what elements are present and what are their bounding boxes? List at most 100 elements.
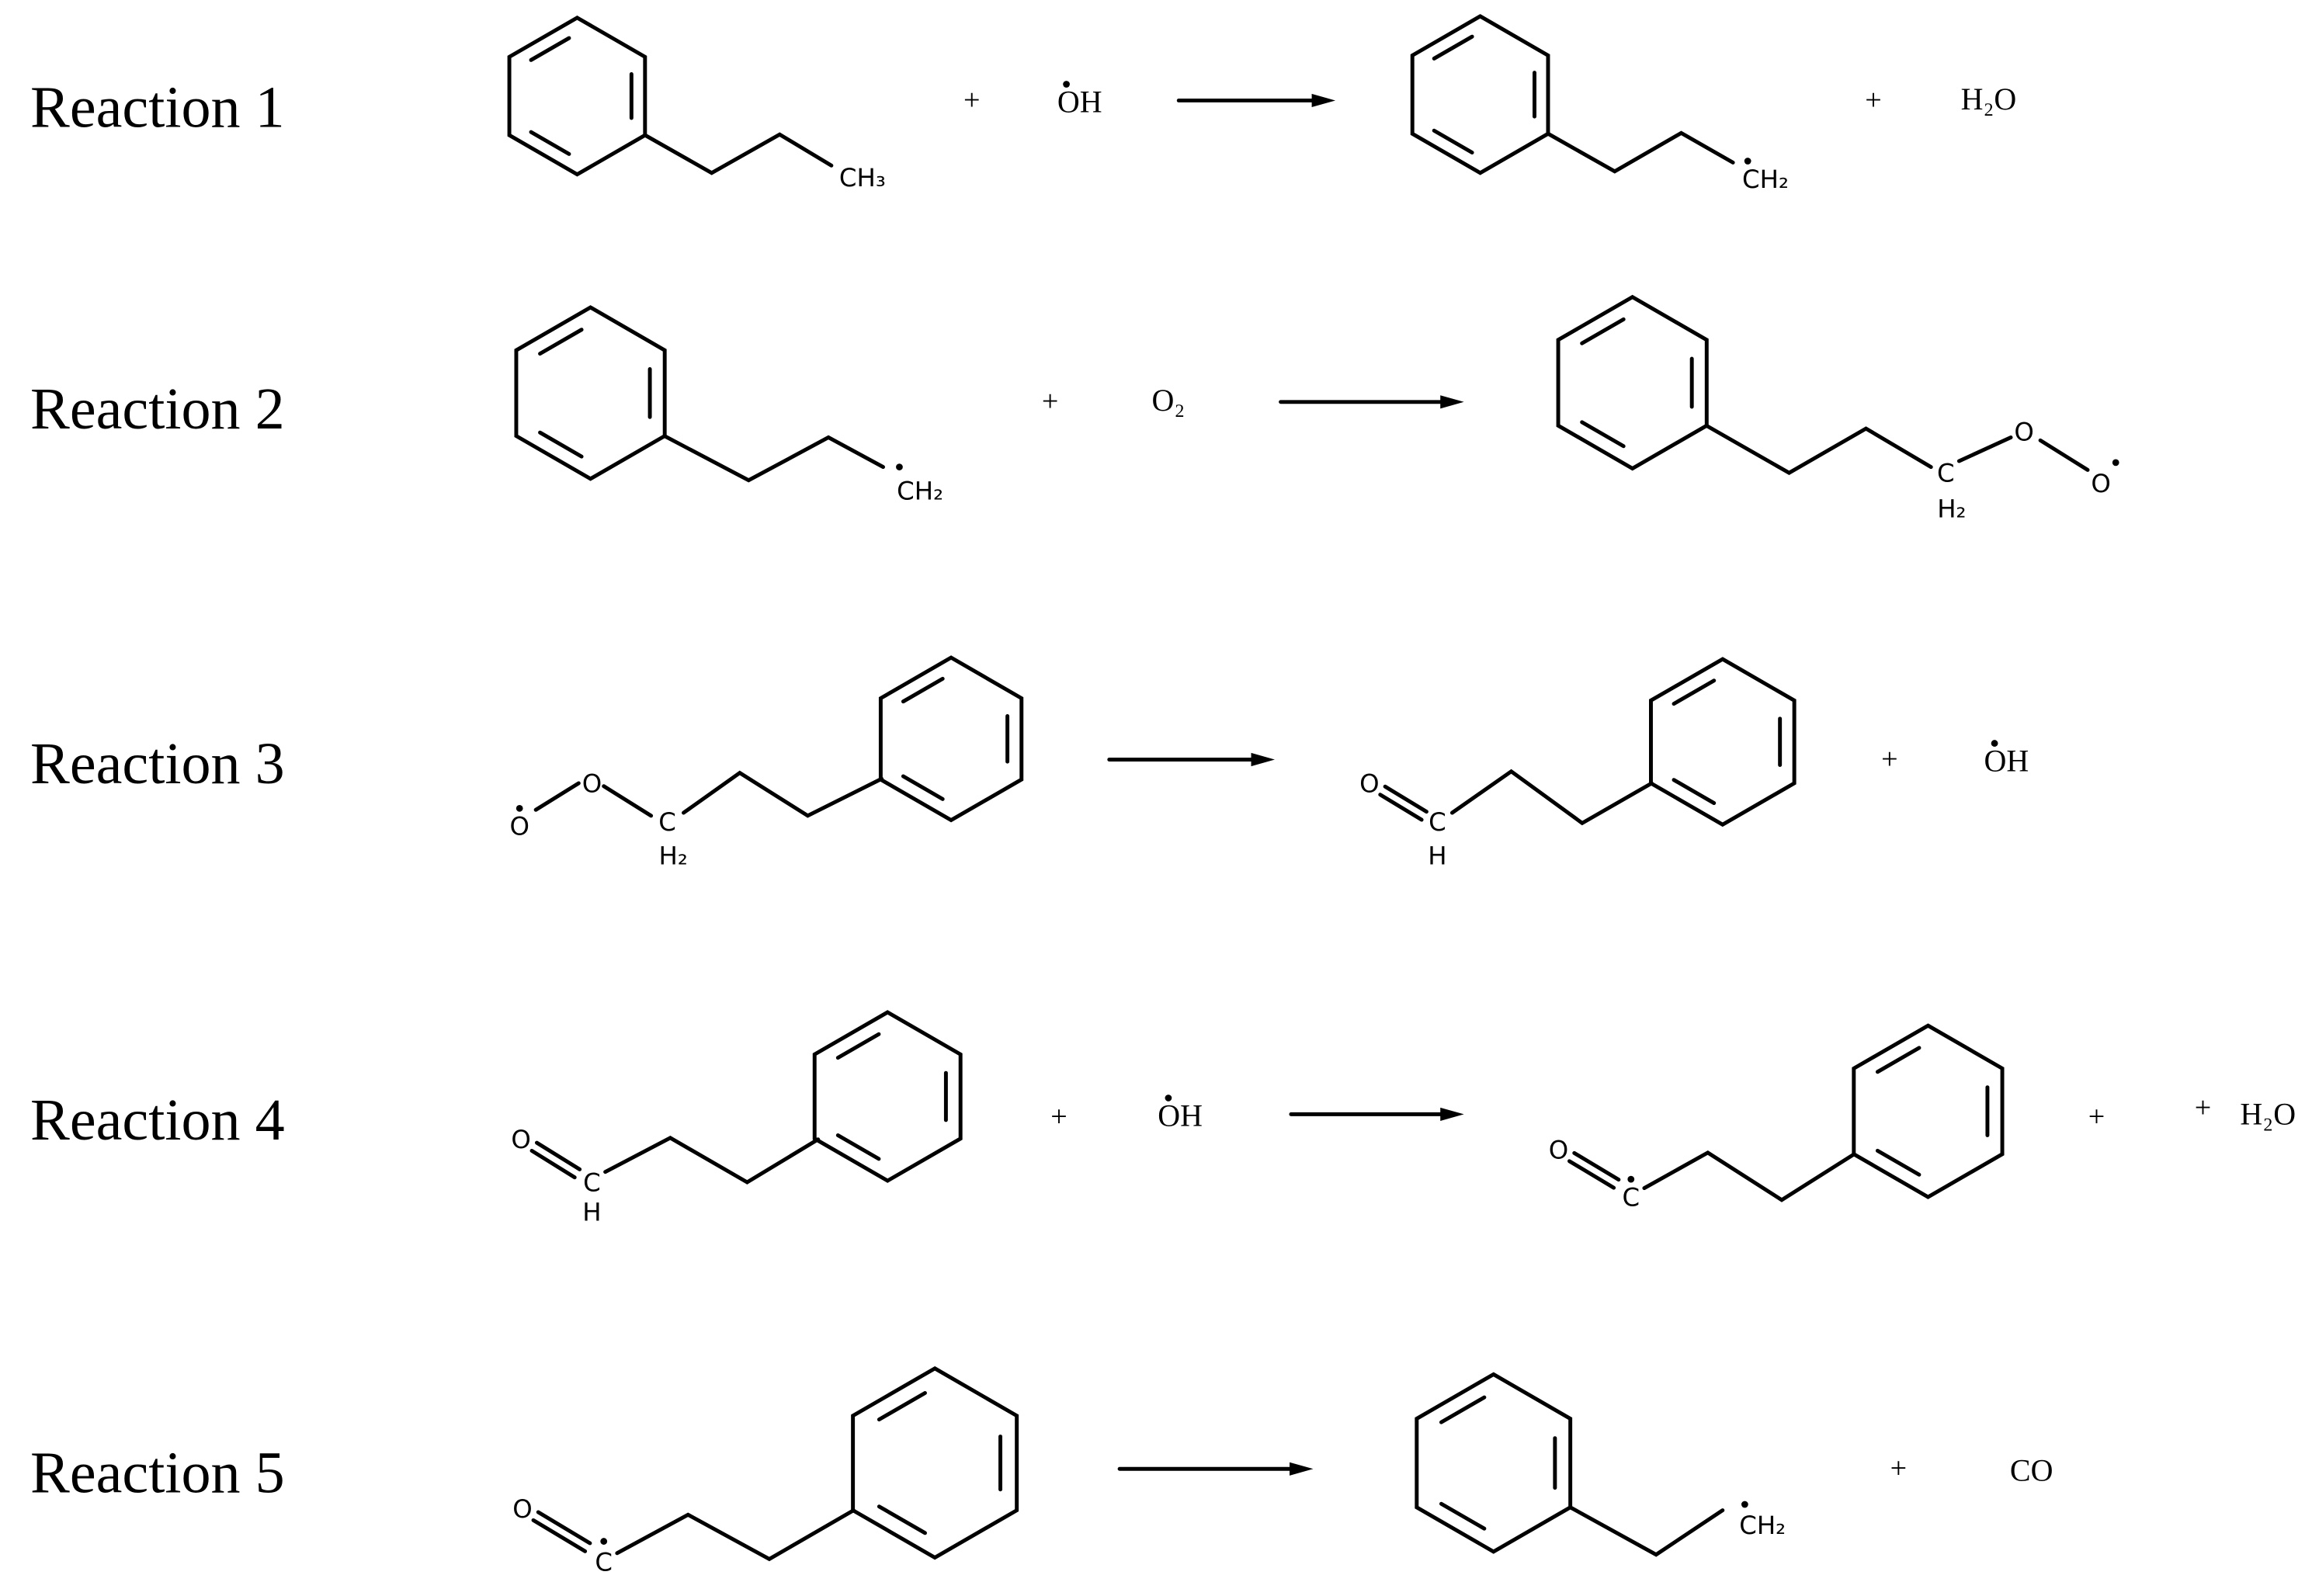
hydroxyl-radical: OH — [1158, 1098, 1203, 1133]
plus-sign: + — [1050, 1101, 1067, 1133]
carbon-label: C — [1429, 807, 1446, 837]
benzene-ring — [878, 655, 1024, 823]
benzene-ring — [1415, 1372, 1573, 1554]
carbon-monoxide: CO — [2010, 1453, 2053, 1488]
aromatic-double-bond — [901, 676, 945, 704]
chain-bond — [1704, 423, 1933, 476]
radical-dot — [1627, 1175, 1635, 1183]
ch2-radical-label: CH₂ — [1739, 1511, 1786, 1540]
carbonyl-double-bond — [1383, 784, 1429, 814]
carbon-label: C — [1937, 459, 1955, 488]
aromatic-double-bond — [1580, 420, 1626, 449]
oxygen-label: O — [512, 1494, 532, 1524]
bond — [533, 781, 581, 812]
benzene-ring — [851, 1365, 1019, 1560]
benzene-ring — [1649, 657, 1797, 827]
reaction-1-label: Reaction 1 — [30, 75, 285, 141]
carbon-radical-label: C — [1622, 1182, 1640, 1212]
radical-dot — [516, 804, 523, 812]
oxygen-label: O — [1549, 1136, 1568, 1165]
chain-bond — [1546, 130, 1735, 174]
oxygen-label: O — [582, 769, 602, 798]
carbonyl-double-bond — [1567, 1159, 1616, 1190]
aromatic-double-bond — [1580, 317, 1626, 345]
plus-sign: + — [2088, 1101, 2105, 1133]
plus-sign: + — [2195, 1091, 2211, 1124]
carbonyl-double-bond — [1378, 793, 1424, 822]
chain-bond — [643, 132, 834, 175]
water: H₂O — [2240, 1097, 2296, 1132]
water: H₂O — [1961, 82, 2017, 116]
oxygen-label: O — [511, 1125, 530, 1154]
chain-bond — [1568, 1505, 1725, 1557]
aromatic-double-bond — [529, 130, 571, 156]
h2-label: H₂ — [659, 841, 688, 871]
hydroxyl-radical: OH — [1057, 85, 1102, 120]
carbonyl-double-bond — [536, 1510, 592, 1546]
arrow-head — [1311, 93, 1336, 108]
benzene-ring — [812, 1010, 963, 1183]
aromatic-double-bond — [1439, 1501, 1487, 1531]
chain-bond — [662, 434, 885, 483]
chain-bond — [615, 1508, 856, 1562]
plus-sign: + — [1042, 385, 1058, 418]
carbonyl-double-bond — [529, 1148, 577, 1180]
arrow-head — [1290, 1462, 1314, 1476]
arrow-head — [1440, 1107, 1464, 1121]
aromatic-double-bond — [1875, 1046, 1922, 1074]
bond — [1956, 435, 2013, 463]
benzene-ring — [1852, 1023, 2005, 1199]
plus-sign: + — [1881, 743, 1897, 775]
reaction-4-label: Reaction 4 — [30, 1088, 285, 1153]
radical-dot — [1744, 158, 1751, 165]
aromatic-double-bond — [901, 774, 945, 801]
reaction-2-label: Reaction 2 — [30, 376, 285, 442]
arrow-head — [1251, 752, 1275, 767]
ch3-label: CH₃ — [839, 163, 886, 193]
bond — [602, 784, 654, 818]
aromatic-double-bond — [1672, 778, 1717, 806]
oxygen-radical-label: O — [509, 812, 529, 841]
arrow-head — [1440, 395, 1464, 409]
aromatic-double-bond — [877, 1391, 927, 1422]
carbonyl-double-bond — [531, 1518, 588, 1553]
aromatic-double-bond — [1875, 1148, 1922, 1177]
radical-dot — [1991, 740, 1998, 747]
ch2-radical-label: CH₂ — [1742, 165, 1789, 194]
aromatic-double-bond — [538, 430, 584, 459]
hydrogen-label: H — [1428, 841, 1446, 871]
chain-bond — [1642, 1150, 1856, 1202]
carbon-radical-label: C — [595, 1548, 613, 1577]
radical-dot — [1165, 1095, 1172, 1102]
ch2-radical-label: CH₂ — [897, 476, 943, 505]
aromatic-double-bond — [1439, 1395, 1487, 1424]
carbon-label: C — [583, 1168, 601, 1197]
aromatic-double-bond — [1432, 34, 1474, 61]
radical-dot — [1741, 1501, 1748, 1508]
radical-dot — [2112, 459, 2119, 467]
chain-bond — [682, 770, 884, 818]
plus-sign: + — [963, 84, 980, 116]
carbon-label: C — [658, 807, 676, 837]
oxygen-label: O — [2014, 417, 2033, 446]
chain-bond — [1449, 769, 1654, 826]
h2-label: H₂ — [1937, 494, 1966, 523]
aromatic-double-bond — [1672, 678, 1717, 706]
radical-dot — [1063, 81, 1070, 88]
carbonyl-double-bond — [534, 1140, 582, 1171]
aromatic-double-bond — [835, 1032, 881, 1060]
hydrogen-label: H — [582, 1197, 601, 1226]
reaction-3-label: Reaction 3 — [30, 731, 285, 796]
oxygen: O₂ — [1152, 383, 1186, 418]
hydroxyl-radical: OH — [1984, 744, 2029, 779]
aromatic-double-bond — [835, 1133, 881, 1161]
plus-sign: + — [1890, 1452, 1907, 1485]
chain-bond — [603, 1136, 821, 1185]
benzene-ring — [1410, 14, 1550, 175]
bond — [2038, 438, 2090, 472]
radical-dot — [600, 1538, 608, 1545]
aromatic-double-bond — [1432, 128, 1474, 154]
benzene-ring — [507, 15, 647, 177]
reaction-5-label: Reaction 5 — [30, 1441, 285, 1506]
